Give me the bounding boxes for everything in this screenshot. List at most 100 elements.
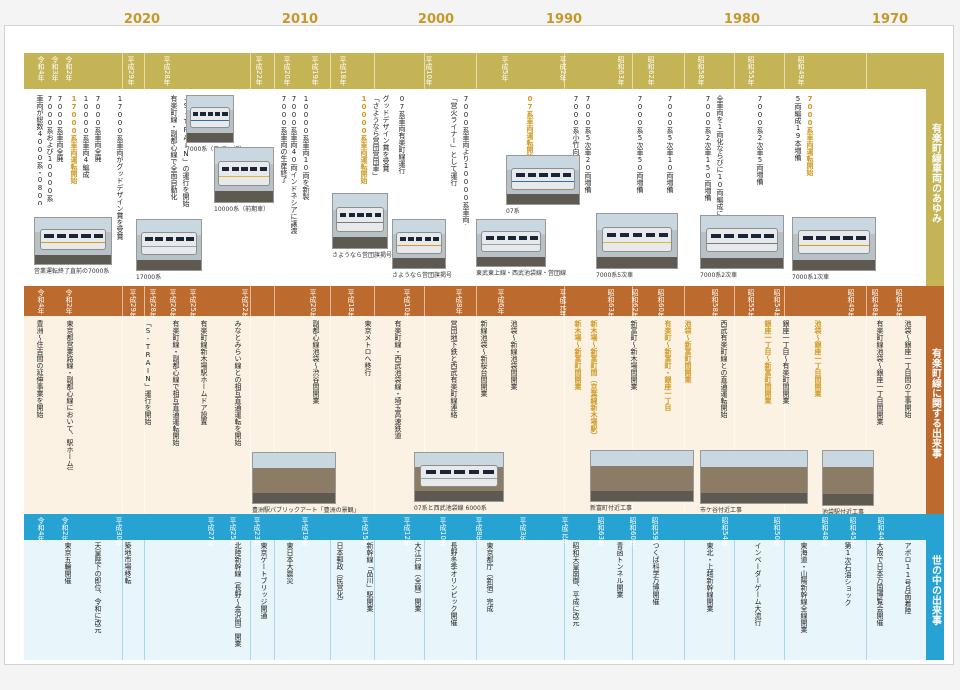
- era-divider: [684, 514, 685, 660]
- band-title: 有楽町線に関する出来事: [926, 286, 944, 514]
- train-window: [339, 212, 347, 218]
- event-text: 10000系車両4編成: [82, 95, 90, 178]
- train-stripe: [40, 241, 106, 244]
- event-text: 「営火ライナー」として運行: [450, 95, 458, 186]
- photo-sky: [333, 194, 387, 211]
- photo-sky: [793, 218, 875, 234]
- train-window: [408, 236, 415, 241]
- train-window: [529, 235, 538, 240]
- train-stripe: [706, 242, 778, 245]
- train-window: [231, 166, 239, 172]
- train-shape: [511, 167, 575, 190]
- train-window: [193, 111, 199, 116]
- train-window: [374, 212, 381, 218]
- train-window: [200, 111, 206, 116]
- era-year-label: 昭和60年: [657, 289, 665, 319]
- train-stripe: [602, 241, 672, 244]
- era-year-label: 平成10年: [403, 289, 411, 319]
- photo-ground: [477, 256, 545, 266]
- photo-sky: [215, 148, 273, 165]
- era-year-label: 昭和50年: [773, 517, 781, 547]
- era-year-label: 昭和49年: [797, 56, 805, 86]
- photo-sky: [137, 220, 201, 235]
- train-window: [425, 469, 437, 474]
- event-text: 新幹線「品川」駅開業: [366, 542, 374, 612]
- era-year-label: 平成5年: [501, 56, 509, 82]
- train-window: [44, 233, 54, 238]
- event-text: 7000系車両の生産終了: [280, 95, 288, 183]
- train-photo: [596, 213, 678, 269]
- photo-sky: [597, 214, 677, 231]
- train-window: [483, 469, 494, 474]
- era-year-label: 昭和54年: [773, 289, 781, 319]
- event-text: 新木場～新富町間（京葉線新木場駅）: [590, 320, 598, 439]
- era-year-label: 平成元年: [559, 289, 567, 317]
- era-year-label: 昭和63年: [617, 56, 625, 86]
- train-photo: [792, 217, 876, 271]
- photo-ground: [35, 254, 111, 264]
- event-text: 有楽町線池袋～銀座一丁目間開業: [876, 320, 884, 425]
- train-window: [145, 237, 153, 242]
- photo-caption: 7000系2次車: [700, 272, 738, 279]
- train-stripe: [482, 243, 540, 246]
- train-window: [440, 469, 451, 474]
- photo-sky: [187, 96, 233, 110]
- era-divider: [632, 53, 633, 286]
- train-photo: [252, 452, 336, 504]
- event-text: 長野冬季オリンピック開催: [450, 542, 458, 626]
- era-divider: [274, 286, 275, 514]
- era-divider: [784, 53, 785, 286]
- event-text: 7000系車両運転開始: [806, 95, 814, 176]
- photo-ground: [793, 259, 875, 270]
- era-year-label: 平成12年: [403, 517, 411, 547]
- train-shape: [218, 160, 270, 186]
- photo-sky: [823, 451, 873, 468]
- train-shape: [396, 231, 442, 254]
- train-photo: [700, 215, 784, 269]
- event-text: 新木場～新富町間開業: [574, 320, 582, 390]
- era-year-label: 昭和44年: [877, 517, 885, 547]
- train-window: [619, 232, 630, 238]
- era-divider: [122, 514, 123, 660]
- train-shape: [601, 226, 673, 252]
- era-divider: [330, 53, 331, 286]
- era-divider: [734, 53, 735, 286]
- train-window: [527, 172, 537, 177]
- train-window: [207, 111, 214, 116]
- train-window: [496, 235, 505, 240]
- photo-sky: [393, 220, 445, 235]
- event-text: 10000系車両10両を新製: [302, 95, 310, 200]
- era-divider: [424, 53, 425, 286]
- event-text: 築地市場移転: [124, 542, 132, 584]
- event-text: 大阪で日本万国博覧会開催: [876, 542, 884, 626]
- event-text: 西武有楽町線との直通運転開始: [720, 320, 728, 418]
- train-window: [93, 233, 103, 238]
- train-window: [515, 172, 525, 177]
- photo-caption: 豊洲駅パブリックアート「豊洲の景観」: [252, 507, 360, 514]
- era-divider: [250, 514, 251, 660]
- event-text: 池袋～新線池袋間開業: [510, 320, 518, 390]
- world-events-band: 世の中の出来事 令和4年令和2年平成30年平成27年平成25年平成23年平成19…: [24, 514, 944, 660]
- train-window: [454, 469, 466, 474]
- era-divider: [424, 514, 425, 660]
- event-text: 東京ゲートブリッジ開通: [260, 542, 268, 619]
- photo-ground: [591, 491, 693, 501]
- train-shape: [797, 230, 871, 255]
- event-text: グッドデザイン賞を受賞: [382, 95, 390, 172]
- era-year-label: 令和2年: [65, 56, 73, 82]
- era-year-label: 平成8年: [475, 517, 483, 543]
- event-text: 有楽町線・副都心線で全面自動化: [170, 95, 178, 200]
- era-year-label: 平成18年: [339, 56, 347, 86]
- event-text: 有楽町線・副都心線で相互直通運転開始: [172, 320, 180, 446]
- event-text: 東京五輪開催: [64, 542, 72, 584]
- band-header: [24, 53, 926, 89]
- event-text: 東京都営業路線・副都心線において、駅ホーム行: [66, 320, 74, 470]
- era-divider: [144, 514, 145, 660]
- era-divider: [632, 286, 633, 514]
- era-year-label: 昭和63年: [607, 289, 615, 319]
- era-year-label: 令和4年: [37, 517, 45, 543]
- train-window: [357, 212, 364, 218]
- event-text: つくば科学万博開催: [652, 542, 660, 605]
- era-year-label: 平成10年: [439, 517, 447, 547]
- photo-caption: 市ケ谷付近工事: [700, 507, 743, 514]
